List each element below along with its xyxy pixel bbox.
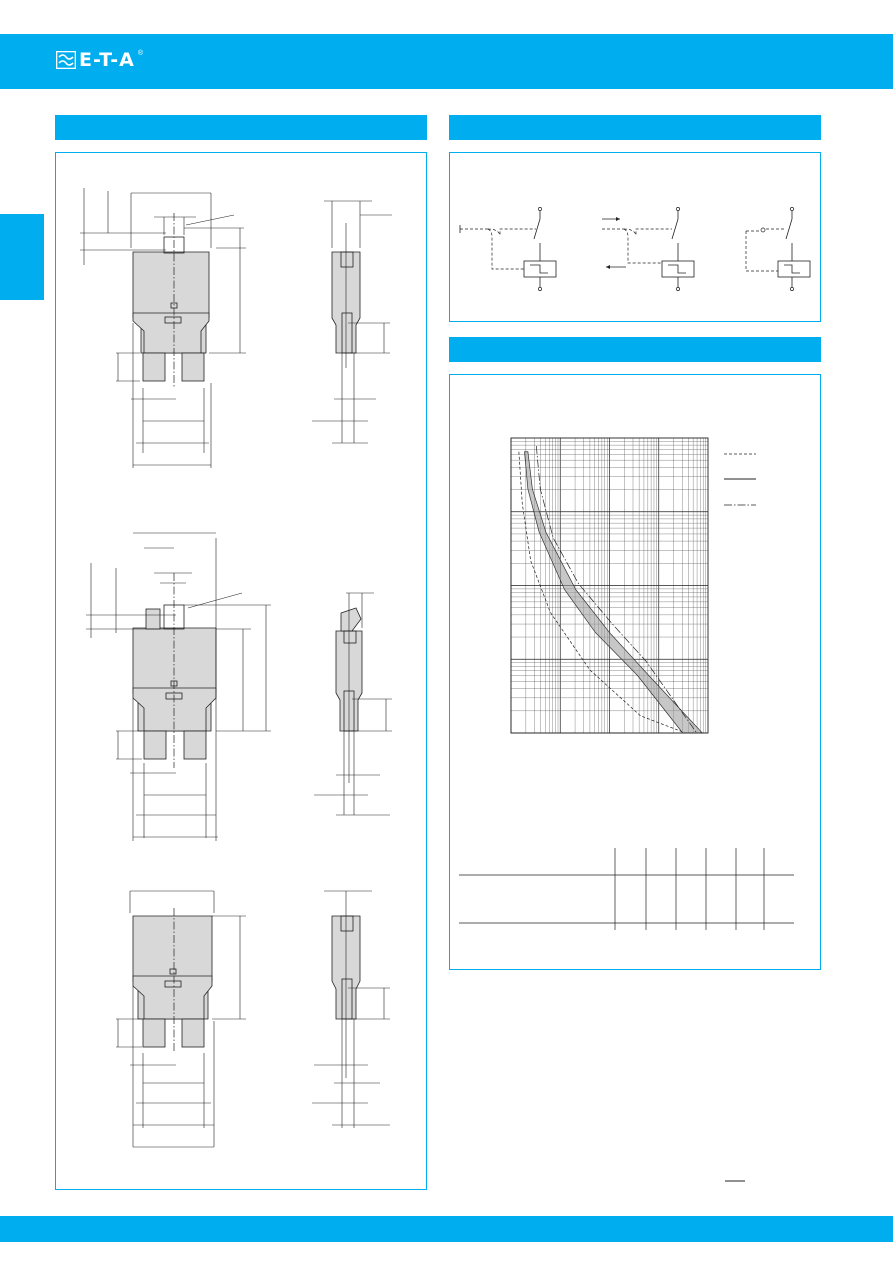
schematic-2 [602, 207, 695, 291]
schematic-3 [745, 207, 811, 291]
schematic-panel [449, 152, 821, 322]
brand-reg-mark: ® [137, 49, 144, 57]
footer-band [0, 1216, 893, 1242]
front-view-1 [80, 188, 246, 468]
side-view-1 [312, 200, 392, 444]
side-view-2 [314, 592, 392, 816]
brand-name: E-T-A [79, 49, 135, 71]
curve-section-bar [449, 337, 821, 362]
dimensions-section-bar [55, 115, 427, 140]
side-view-3 [312, 890, 390, 1128]
chart-legend [724, 453, 756, 506]
rating-table [459, 848, 794, 930]
schematic-diagrams [459, 207, 811, 291]
schematic-1 [459, 207, 557, 291]
dimension-drawings [80, 188, 392, 1148]
tripping-curve-chart [459, 437, 794, 930]
eta-swirl-icon [56, 51, 76, 69]
curve-panel [449, 374, 821, 970]
chart-frame [510, 437, 709, 734]
series-line-0 [518, 451, 686, 734]
eta-logo: E-T-A ® [56, 50, 143, 70]
dimensions-panel [55, 152, 427, 1190]
series-line-2 [535, 445, 698, 734]
front-view-2 [86, 532, 271, 841]
schematic-section-bar [449, 115, 821, 140]
side-tab [0, 214, 44, 300]
front-view-3 [116, 890, 246, 1148]
header-band: E-T-A ® [0, 34, 893, 89]
